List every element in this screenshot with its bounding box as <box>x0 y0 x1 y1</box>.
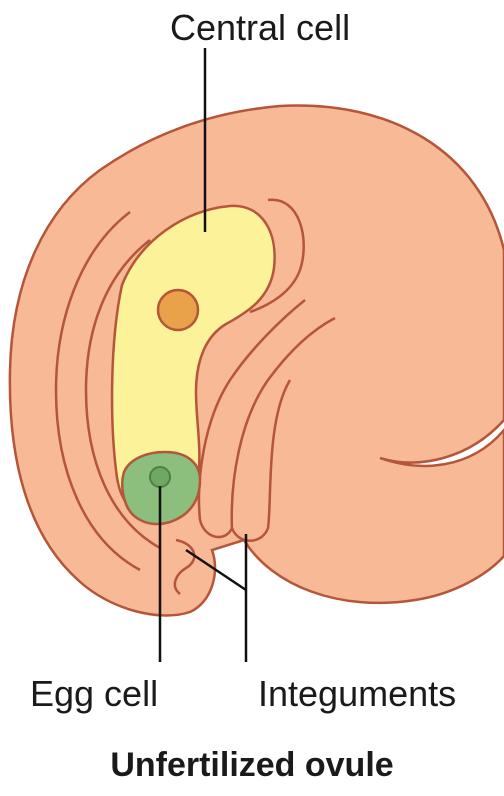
central-cell-nucleus <box>158 290 198 330</box>
egg-cell-label: Egg cell <box>30 676 158 712</box>
central-cell-label: Central cell <box>170 10 350 46</box>
egg-cell-nucleus <box>150 467 170 487</box>
figure-caption: Unfertilized ovule <box>0 748 504 782</box>
integuments-label: Integuments <box>258 676 456 712</box>
